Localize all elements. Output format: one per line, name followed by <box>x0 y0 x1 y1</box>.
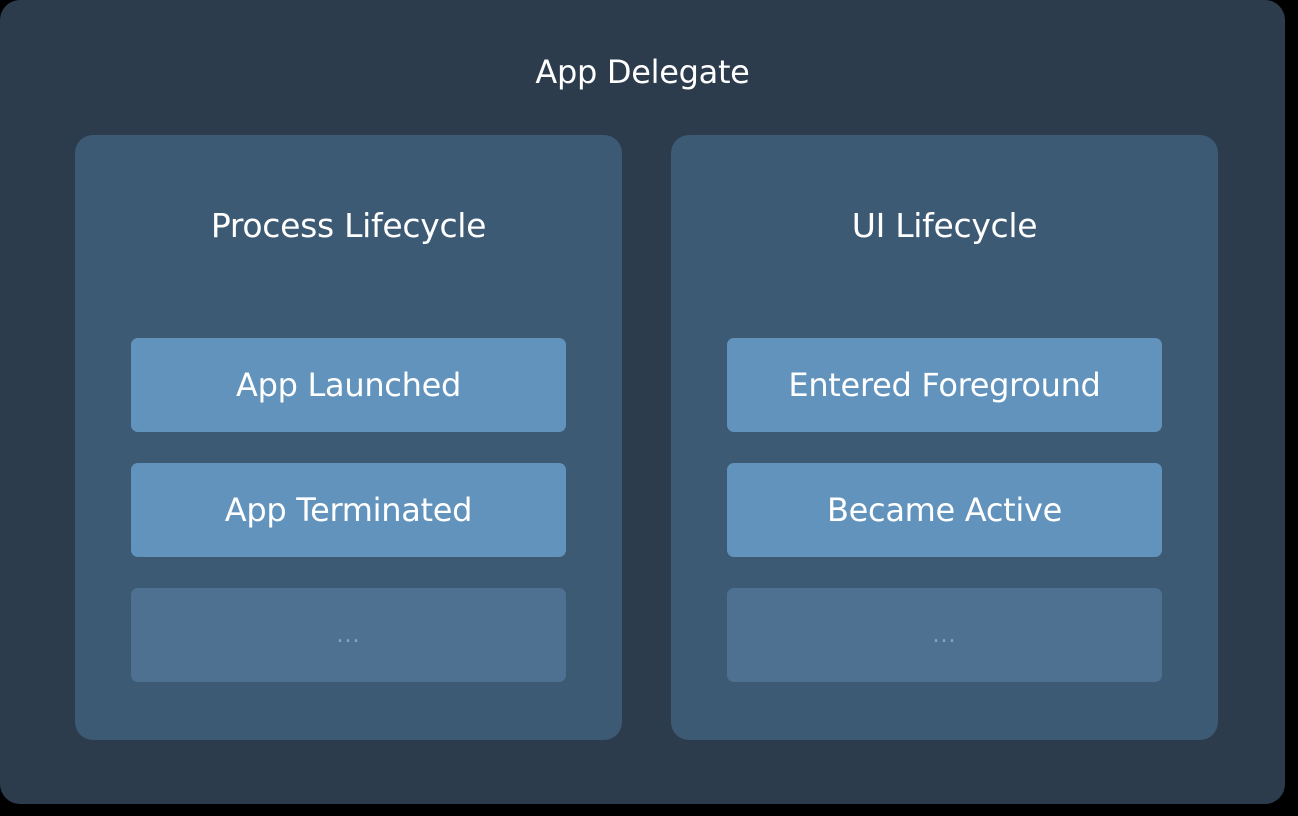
ui-lifecycle-more-item: ... <box>727 588 1162 682</box>
app-delegate-box: App Delegate Process Lifecycle App Launc… <box>0 0 1285 804</box>
process-lifecycle-more-item: ... <box>131 588 566 682</box>
app-delegate-title: App Delegate <box>535 53 750 91</box>
process-lifecycle-panel: Process Lifecycle App Launched App Termi… <box>75 135 622 740</box>
ui-lifecycle-title: UI Lifecycle <box>851 206 1038 245</box>
process-lifecycle-title: Process Lifecycle <box>210 206 487 245</box>
became-active-item: Became Active <box>727 463 1162 557</box>
entered-foreground-item: Entered Foreground <box>727 338 1162 432</box>
ui-lifecycle-panel: UI Lifecycle Entered Foreground Became A… <box>671 135 1218 740</box>
app-launched-item: App Launched <box>131 338 566 432</box>
app-terminated-item: App Terminated <box>131 463 566 557</box>
